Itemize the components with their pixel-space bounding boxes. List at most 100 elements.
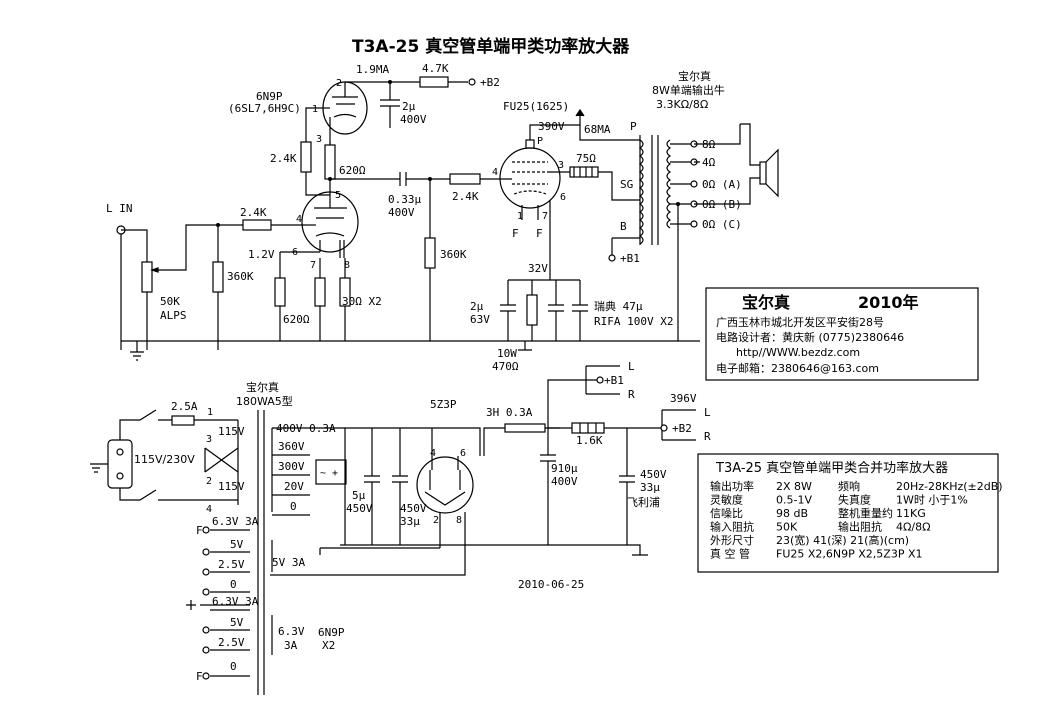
- schematic-title: T3A-25 真空管单端甲类功率放大器: [352, 36, 630, 57]
- sec-20v: 20V: [284, 480, 304, 493]
- tap-0c: 0Ω (C): [702, 218, 742, 231]
- output-transformer: 宝尔真 8W单端输出牛 3.3KΩ/8Ω 8Ω 4Ω 0Ω (A) 0Ω (B)…: [638, 69, 779, 341]
- spec-cell-r1-c1: 0.5-1V: [776, 494, 812, 507]
- heater-0b: 0: [230, 660, 237, 673]
- input-label: L IN: [106, 202, 133, 215]
- rect-pin8: 8: [456, 515, 462, 526]
- fu25-pin4-label: 4: [492, 167, 498, 178]
- power-tube-label: FU25(1625): [503, 100, 569, 113]
- bypass-cap-note1: 瑞典 47μ: [594, 299, 643, 313]
- heater-25a: 2.5V: [218, 558, 245, 571]
- pot-brand: ALPS: [160, 309, 187, 322]
- choke-label: 3H 0.3A: [486, 406, 533, 419]
- tube1-alt-label: (6SL7,6H9C): [228, 102, 301, 115]
- spec-cell-r2-c1: 98 dB: [776, 507, 808, 520]
- ot-impedance: 3.3KΩ/8Ω: [656, 98, 708, 111]
- filter-cap-brand: 飞利浦: [627, 496, 660, 509]
- pwr-cap1-v: 450V: [346, 502, 373, 515]
- rectifier-label: 5Z3P: [430, 398, 457, 411]
- spec-cell-r5-c0: 真 空 管: [710, 547, 750, 561]
- fu25-pin1-label: 1: [517, 211, 523, 222]
- heater-63b: 6.3V 3A: [212, 595, 259, 608]
- fuse-label: 2.5A: [171, 400, 198, 413]
- plate-current: 1.9MA: [356, 63, 389, 76]
- schematic-date: 2010-06-25: [518, 578, 584, 591]
- plate-current-2: 68MA: [584, 123, 611, 136]
- pwr-cap1: 5μ: [352, 489, 366, 502]
- sg-label: SG: [620, 178, 633, 191]
- info-year: 2010年: [858, 293, 919, 312]
- spec-cell-r5-c1: FU25 X2,6N9P X2,5Z3P X1: [776, 548, 923, 561]
- heater-63a: 6.3V 3A: [212, 515, 259, 528]
- ot-brand: 宝尔真: [678, 69, 711, 83]
- link-resistor-label: 620Ω: [339, 164, 366, 177]
- main-filter-cap: 910μ: [551, 462, 578, 475]
- sec-300v: 300V: [278, 460, 305, 473]
- pin5-label: 5: [335, 190, 341, 201]
- heater-resistor-label: 30Ω X2: [342, 295, 382, 308]
- filter-resistor: 1.6K: [576, 434, 603, 447]
- pin1-label: 1: [312, 104, 318, 115]
- input-resistor-label: 2.4K: [240, 206, 267, 219]
- bridge-rectifier-icon: [315, 459, 347, 485]
- spec-cell-r0-c3: 20Hz-28KHz(±2dB): [896, 480, 1003, 493]
- feedback-resistor-label: 2.4K: [270, 152, 297, 165]
- mains-inlet-icon: [107, 439, 133, 489]
- pin8-label: 8: [344, 260, 350, 271]
- fu25-pin7-label: 7: [542, 211, 548, 222]
- spec-title: T3A-25 真空管单端甲类合并功率放大器: [715, 460, 948, 476]
- b1-label-b: +B1: [604, 374, 624, 387]
- spec-cell-r0-c2: 频响: [838, 479, 860, 493]
- b2-label: +B2: [480, 76, 500, 89]
- tube-heater-a: 3A: [284, 639, 298, 652]
- spec-cell-r3-c2: 输出阻抗: [838, 520, 882, 534]
- filament-f2: F: [536, 227, 543, 240]
- heater-5va: 5V: [230, 538, 244, 551]
- b2-label-b: +B2: [672, 422, 692, 435]
- spec-cell-r1-c3: 1W时 小于1%: [896, 494, 968, 507]
- sec-0: 0: [290, 500, 297, 513]
- spec-cell-r4-c1: 23(宽) 41(深) 21(高)(cm): [776, 533, 909, 547]
- grid-resistor-label: 360K: [227, 270, 254, 283]
- power-supply: 宝尔真 180WA5型 115V/230V 2.5A 1 3 2 4 115V …: [90, 360, 711, 695]
- b2-r: R: [704, 430, 711, 443]
- pwr-cap2-v: 450V: [400, 502, 427, 515]
- spec-cell-r4-c0: 外形尺寸: [710, 533, 754, 547]
- power-grid-resistor-label: 360K: [440, 248, 467, 261]
- cathode-voltage-2: 32V: [528, 262, 548, 275]
- tube-heater-tube: 6N9P: [318, 626, 345, 639]
- tube-heater-qty: X2: [322, 639, 335, 652]
- rect-pin4: 4: [430, 448, 436, 459]
- info-brand: 宝尔真: [742, 293, 790, 312]
- pin3-label: 3: [316, 134, 322, 145]
- cathode-resistor-label: 620Ω: [283, 313, 310, 326]
- spec-cell-r1-c0: 灵敏度: [710, 493, 743, 507]
- spec-cell-r0-c0: 输出功率: [710, 479, 754, 493]
- spec-cell-r2-c0: 信噪比: [710, 507, 743, 520]
- spec-cell-r2-c3: 11KG: [896, 507, 926, 520]
- b2-supply: 1.9MA 4.7K +B2 2μ 400V: [345, 62, 500, 128]
- spec-cell-r3-c0: 输入阻抗: [710, 520, 754, 534]
- b1-label-a: +B1: [620, 252, 640, 265]
- pin2-label: 2: [336, 78, 342, 89]
- heater-5vb: 5V: [230, 616, 244, 629]
- bypass-cap-note2: RIFA 100V X2: [594, 315, 673, 328]
- b2-l: L: [704, 406, 711, 419]
- cathode-cap-label: 2μ: [470, 300, 484, 313]
- info-web: http//WWW.bezdz.com: [736, 346, 860, 359]
- heater-0a: 0: [230, 578, 237, 591]
- pt-pin4: 4: [206, 504, 212, 515]
- input-section: L IN 50K ALPS 2.4K 360K: [106, 202, 700, 361]
- grid-stopper-label: 2.4K: [452, 190, 479, 203]
- decoupling-cap-voltage: 400V: [400, 113, 427, 126]
- heater-f2: F: [196, 670, 203, 683]
- mains-voltage: 115V/230V: [134, 453, 195, 466]
- spec-cell-r2-c2: 整机重量约: [838, 506, 893, 520]
- coupling-network: 0.33μ 400V 360K 2.4K 4: [330, 167, 505, 341]
- tube-6n9p: 6N9P (6SL7,6H9C) 2 1 3 5 4 6 7 8 1.2V 62…: [228, 78, 382, 341]
- cathode-voltage: 1.2V: [248, 248, 275, 261]
- cathode-resistor-value: 470Ω: [492, 360, 519, 373]
- filter-cap-v: 450V: [640, 468, 667, 481]
- info-address: 广西玉林市城北开发区平安街28号: [716, 315, 884, 329]
